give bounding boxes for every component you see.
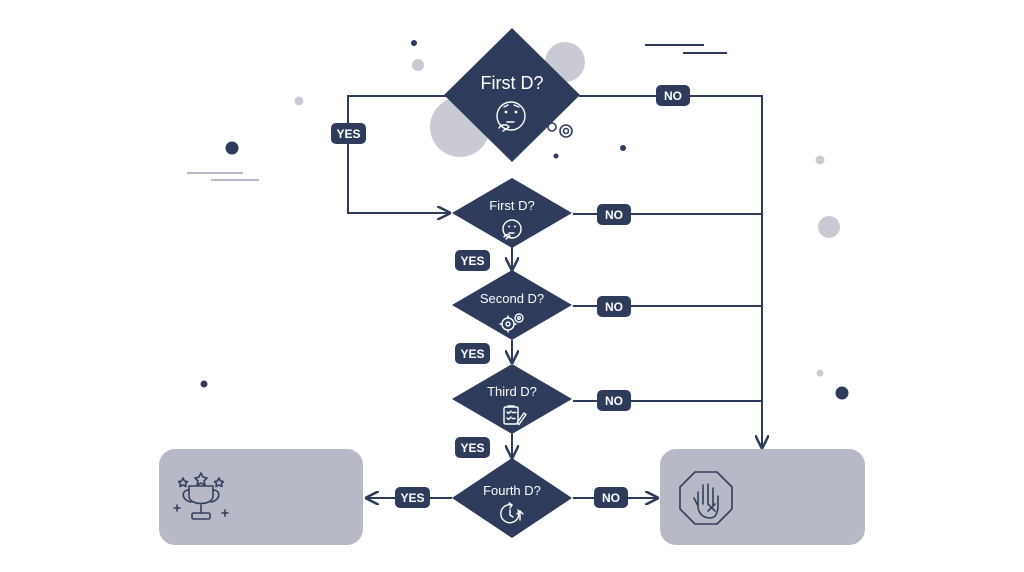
badge-no-5: NO (594, 487, 628, 508)
gears-icon (499, 313, 524, 333)
decision-label: First D? (489, 198, 535, 213)
deco-dot (225, 141, 239, 155)
deco-dot (620, 145, 626, 151)
clipboard-checklist-icon (503, 405, 527, 426)
badge-yes-3: YES (455, 343, 490, 364)
deco-dot (553, 153, 559, 159)
badge-label: NO (602, 491, 620, 505)
edges (347, 95, 762, 498)
badge-label: YES (400, 491, 424, 505)
badge-yes-1: YES (331, 123, 366, 144)
badge-label: NO (605, 300, 623, 314)
success-box (159, 449, 363, 545)
badge-label: YES (460, 254, 484, 268)
badge-no-1: NO (656, 85, 690, 106)
decision-third: Third D? (452, 364, 572, 434)
gears-deco-icon (547, 122, 573, 138)
decision-fourth: Fourth D? (452, 458, 572, 538)
decision-label: Second D? (480, 291, 544, 306)
trophy-icon (173, 472, 229, 520)
edge-d1-yes (347, 95, 448, 213)
deco-dot (816, 369, 824, 377)
deco-dot (294, 96, 304, 106)
deco-circle (412, 59, 424, 71)
badge-label: NO (605, 394, 623, 408)
deco-dot (815, 155, 825, 165)
badge-label: NO (664, 89, 682, 103)
decision-first: First D? (452, 178, 572, 248)
badge-label: YES (460, 441, 484, 455)
badge-no-4: NO (597, 390, 631, 411)
badge-label: YES (460, 347, 484, 361)
decision-label: Fourth D? (483, 483, 541, 498)
deco-circle (818, 216, 840, 238)
edge-d1-no (579, 95, 762, 446)
stop-hand-icon (679, 471, 733, 525)
badge-no-3: NO (597, 296, 631, 317)
deco-dot (411, 40, 417, 46)
decision-first-main: First D? (444, 28, 580, 162)
badge-yes-5: YES (395, 487, 430, 508)
decision-label: First D? (481, 73, 544, 93)
thinking-face-icon (502, 219, 522, 240)
badge-no-2: NO (597, 204, 631, 225)
badge-label: NO (605, 208, 623, 222)
badge-yes-2: YES (455, 250, 490, 271)
deco-dot (200, 380, 208, 388)
thinking-face-icon (496, 101, 526, 132)
clock-refresh-icon (500, 502, 524, 524)
badge-yes-4: YES (455, 437, 490, 458)
decision-second: Second D? (452, 270, 572, 340)
badge-label: YES (336, 127, 360, 141)
deco-dot (835, 386, 849, 400)
decision-label: Third D? (487, 384, 537, 399)
failure-box (660, 449, 865, 545)
